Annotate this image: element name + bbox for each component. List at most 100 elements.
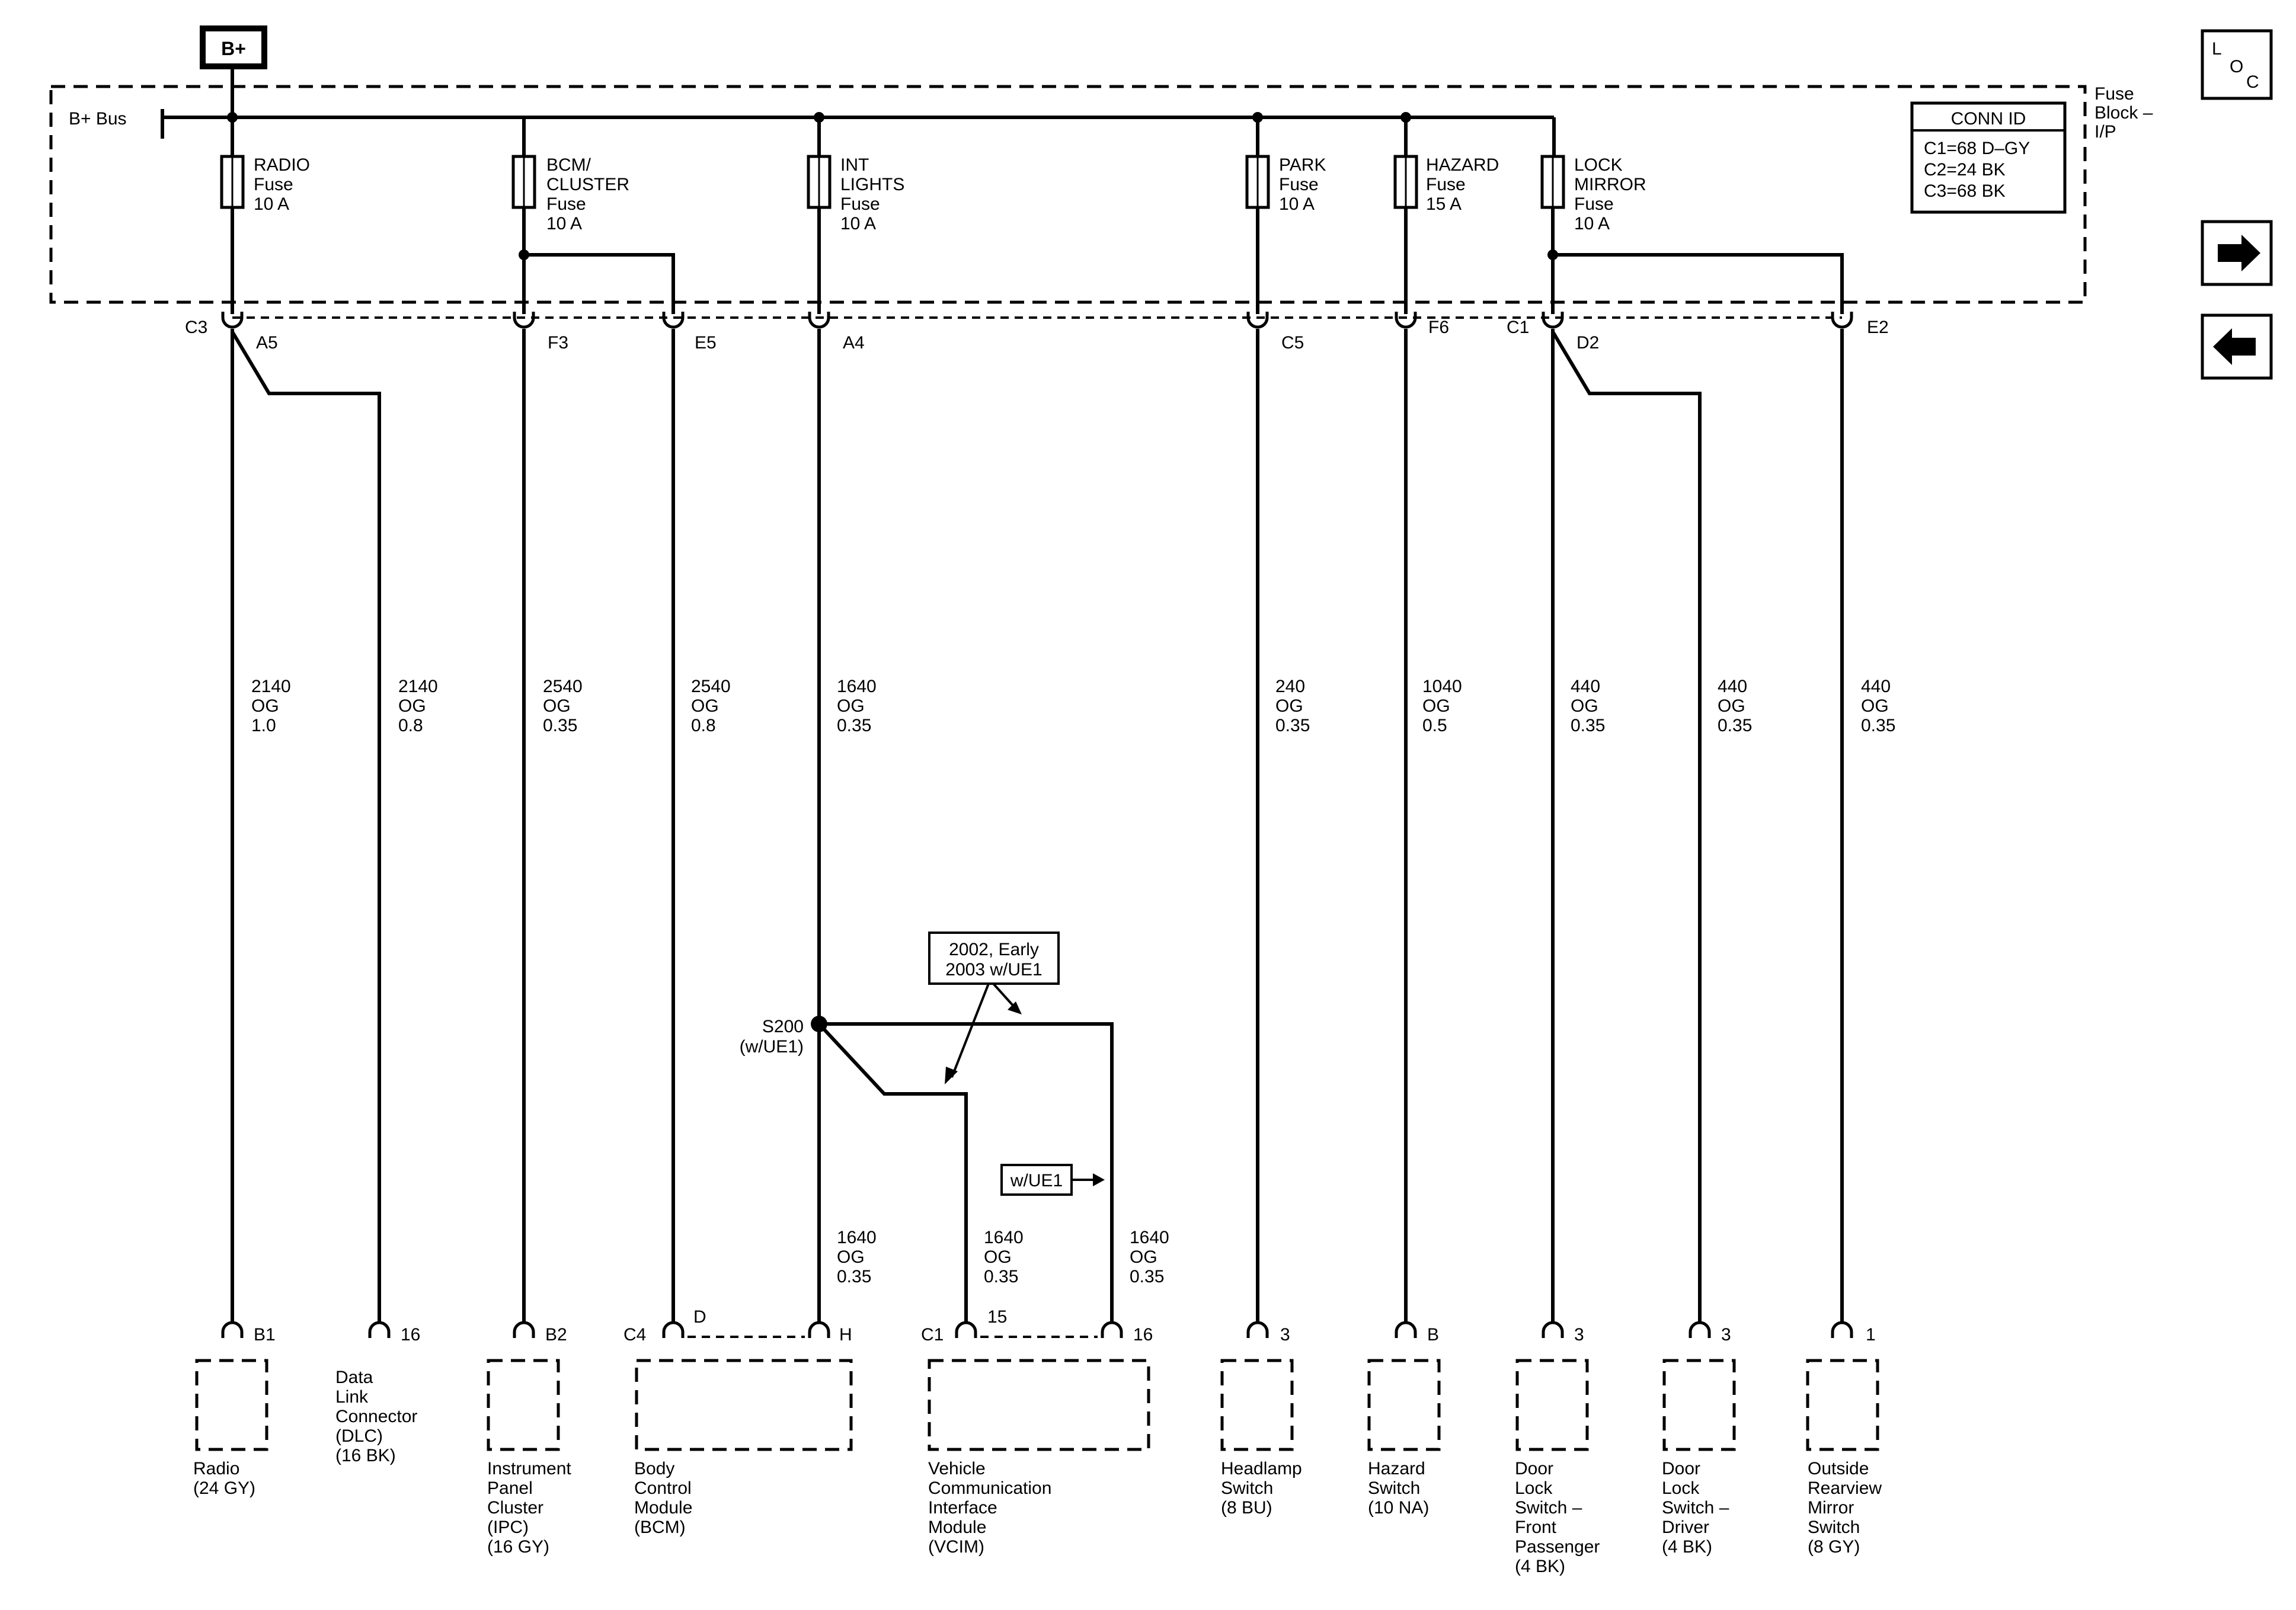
bottom-pin-terminal — [1831, 1321, 1853, 1338]
svg-text:0.8: 0.8 — [691, 716, 716, 735]
svg-text:C2=24 BK: C2=24 BK — [1924, 160, 2006, 180]
fuse-block-outline — [49, 85, 2087, 304]
svg-text:BCM/: BCM/ — [546, 155, 591, 175]
svg-text:(4 BK): (4 BK) — [1515, 1557, 1565, 1576]
svg-text:(4 BK): (4 BK) — [1662, 1537, 1712, 1557]
component-boxes — [195, 1359, 1879, 1451]
bottom-pin-terminal — [1101, 1321, 1123, 1338]
svg-text:Fuse: Fuse — [840, 194, 880, 214]
svg-text:Communication: Communication — [928, 1478, 1051, 1498]
svg-text:A5: A5 — [256, 333, 278, 353]
svg-text:240: 240 — [1275, 677, 1305, 696]
svg-text:Rearview: Rearview — [1808, 1478, 1882, 1498]
svg-text:D2: D2 — [1576, 333, 1599, 353]
b-plus-label: B+ — [221, 38, 246, 59]
svg-text:C1: C1 — [1507, 318, 1529, 337]
top-pin-terminal — [221, 312, 244, 329]
svg-text:Headlamp: Headlamp — [1221, 1459, 1302, 1478]
svg-text:Cluster: Cluster — [487, 1498, 543, 1518]
bottom-pin-terminal — [1542, 1321, 1564, 1338]
svg-text:(w/UE1): (w/UE1) — [740, 1037, 804, 1057]
svg-text:(IPC): (IPC) — [487, 1518, 529, 1537]
svg-text:C4: C4 — [623, 1325, 646, 1345]
svg-text:Driver: Driver — [1662, 1518, 1709, 1537]
component-label-radio: Radio (24 GY) — [193, 1459, 255, 1498]
arrow-left-icon — [2213, 328, 2256, 365]
svg-text:3: 3 — [1574, 1325, 1584, 1345]
svg-text:2002, Early: 2002, Early — [949, 940, 1039, 959]
svg-text:10 A: 10 A — [254, 194, 289, 214]
svg-text:0.35: 0.35 — [837, 716, 871, 735]
svg-text:Module: Module — [634, 1498, 692, 1518]
fuse-block-pin-labels: C3 A5 F3 E5 A4 C5 F6 C1 D2 E2 — [185, 318, 1889, 353]
svg-text:Fuse: Fuse — [546, 194, 586, 214]
svg-text:0.35: 0.35 — [1861, 716, 1895, 735]
svg-text:Switch: Switch — [1221, 1478, 1273, 1498]
fuse-park: PARK Fuse 10 A — [1245, 155, 1326, 214]
w-ue1-note: w/UE1 — [1000, 1164, 1105, 1196]
svg-text:CONN ID: CONN ID — [1951, 109, 2026, 129]
svg-text:RADIO: RADIO — [254, 155, 310, 175]
svg-text:Lock: Lock — [1515, 1478, 1553, 1498]
svg-text:2540: 2540 — [543, 677, 583, 696]
svg-text:Door: Door — [1662, 1459, 1700, 1478]
svg-text:OG: OG — [837, 696, 865, 716]
svg-text:Switch –: Switch – — [1662, 1498, 1729, 1518]
component-label-ipc: Instrument Panel Cluster (IPC) (16 GY) — [487, 1459, 571, 1557]
previous-page-button[interactable] — [2201, 313, 2273, 380]
bottom-pin-terminal — [1395, 1321, 1417, 1338]
svg-text:S200: S200 — [762, 1017, 804, 1036]
svg-text:E5: E5 — [695, 333, 717, 353]
svg-text:OG: OG — [543, 696, 571, 716]
svg-text:E2: E2 — [1867, 318, 1889, 337]
svg-text:1640: 1640 — [837, 677, 877, 696]
svg-text:10 A: 10 A — [1279, 194, 1315, 214]
svg-text:D: D — [693, 1307, 706, 1327]
svg-text:OG: OG — [837, 1247, 865, 1267]
mirror-switch-box — [1806, 1359, 1879, 1451]
svg-text:OG: OG — [1718, 696, 1745, 716]
svg-text:B: B — [1427, 1325, 1439, 1345]
svg-text:HAZARD: HAZARD — [1426, 155, 1499, 175]
svg-text:10 A: 10 A — [840, 214, 876, 233]
svg-text:Panel: Panel — [487, 1478, 533, 1498]
svg-text:16: 16 — [1133, 1325, 1153, 1345]
component-label-bcm: Body Control Module (BCM) — [634, 1459, 692, 1537]
svg-text:Radio: Radio — [193, 1459, 239, 1478]
svg-text:Hazard: Hazard — [1368, 1459, 1425, 1478]
svg-text:MIRROR: MIRROR — [1574, 175, 1646, 194]
svg-text:C3: C3 — [185, 318, 207, 337]
svg-text:Switch: Switch — [1808, 1518, 1860, 1537]
svg-text:440: 440 — [1718, 677, 1747, 696]
svg-text:Fuse: Fuse — [1279, 175, 1319, 194]
svg-text:INT: INT — [840, 155, 869, 175]
svg-text:C1: C1 — [921, 1325, 944, 1345]
svg-text:1.0: 1.0 — [251, 716, 276, 735]
svg-text:10 A: 10 A — [546, 214, 582, 233]
svg-text:(DLC): (DLC) — [335, 1426, 383, 1446]
svg-text:0.8: 0.8 — [398, 716, 423, 735]
ipc-box — [487, 1359, 560, 1451]
svg-text:2540: 2540 — [691, 677, 731, 696]
bottom-pin-terminal — [955, 1321, 977, 1338]
component-label-dlc: Data Link Connector (DLC) (16 BK) — [335, 1368, 417, 1465]
svg-text:0.5: 0.5 — [1422, 716, 1447, 735]
component-label-headlamp-switch: Headlamp Switch (8 BU) — [1221, 1459, 1302, 1518]
bottom-pin-terminal — [513, 1321, 535, 1338]
arrow-right-icon — [2218, 235, 2260, 271]
next-page-button[interactable] — [2201, 220, 2273, 286]
svg-text:0.35: 0.35 — [1718, 716, 1752, 735]
svg-text:Switch –: Switch – — [1515, 1498, 1582, 1518]
svg-text:3: 3 — [1280, 1325, 1290, 1345]
bottom-pin-terminal — [1246, 1321, 1269, 1338]
svg-text:OG: OG — [1422, 696, 1450, 716]
component-connector-pins — [221, 1321, 1853, 1338]
svg-text:A4: A4 — [843, 333, 865, 353]
loc-button[interactable]: L O C — [2201, 29, 2273, 100]
